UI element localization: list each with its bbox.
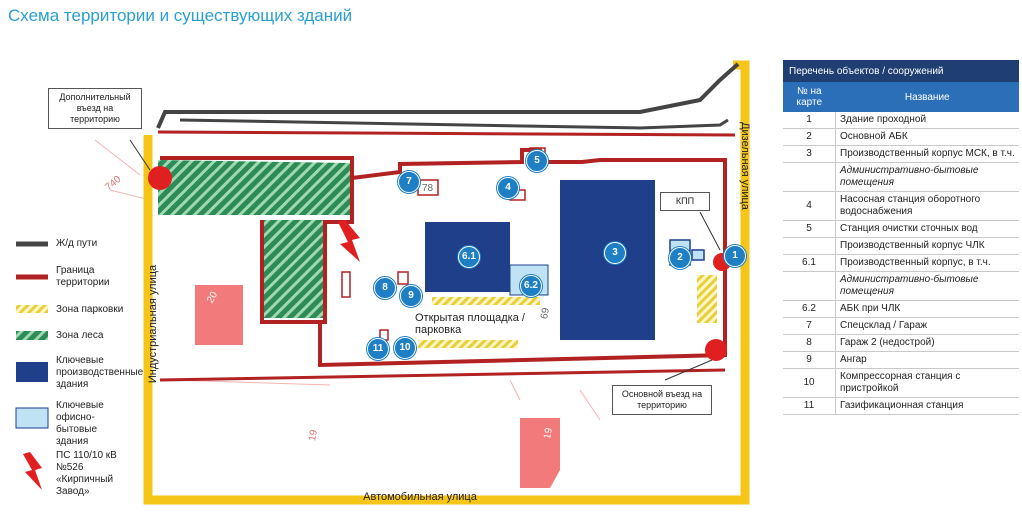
street-industrial: Индустриальная улица [147,264,159,384]
building-20 [195,285,243,345]
row-num: 3 [783,145,836,163]
marker-5[interactable]: 5 [526,150,548,172]
substation-icon [338,220,360,262]
legend-substation: ПС 110/10 кВ №526 «Кирпичный Завод» [56,450,117,497]
railway-spur [179,118,729,130]
extra-entry-point [148,166,172,190]
row-name: АБК при ЧЛК [835,300,1019,318]
row-num: 9 [783,351,836,369]
row-name: Гараж 2 (недострой) [835,334,1019,352]
row-num: 8 [783,334,836,352]
main-entry-point [705,339,727,361]
row-name: Производственный корпус ЧЛК [835,237,1019,255]
legend-parking: Зона парковки [56,304,124,315]
row-name: Здание проходной [835,112,1019,129]
parking-zone-2 [418,340,518,348]
row-num: 11 [783,397,836,415]
row-name: Производственный корпус, в т.ч. [835,254,1019,272]
street-diesel: Дизельная улица [739,122,751,210]
parking-zone-3 [697,275,717,323]
label-78: 78 [422,183,434,194]
row-num: 5 [783,220,836,238]
col-num-header: № на карте [783,82,836,112]
marker-11[interactable]: 11 [367,338,389,360]
objects-table: Перечень объектов / сооружений № на карт… [783,60,1019,415]
marker-7[interactable]: 7 [398,171,420,193]
label-19a: 19 [307,429,320,442]
label-open-area: Открытая площадка / парковка [415,312,525,336]
marker-2[interactable]: 2 [669,247,691,269]
forest-zone-1 [158,160,350,215]
table-caption: Перечень объектов / сооружений [783,60,1019,82]
row-name: Производственный корпус МСК, в т.ч. [835,145,1019,163]
building-19 [520,418,560,488]
row-name: Насосная станция оборотного водоснабжени… [835,191,1019,221]
railway [156,62,740,129]
legend-prod: Ключевые производственные здания [56,355,144,390]
marker-4[interactable]: 4 [497,177,519,199]
col-name-header: Название [835,82,1019,112]
marker-6-1[interactable]: 6.1 [458,246,480,268]
marker-3[interactable]: 3 [604,242,626,264]
site-map [94,60,750,505]
legend-forest: Зона леса [56,330,104,341]
row-name: Административно-бытовые помещения [835,271,1019,301]
industrial-street [143,60,750,505]
legend-border: Граница территории [56,265,110,288]
legend-symbols [15,241,49,490]
parking-zone-1 [432,297,540,305]
marker-10[interactable]: 10 [394,337,416,359]
row-name: Станция очистки сточных вод [835,220,1019,238]
marker-9[interactable]: 9 [400,285,422,307]
row-num [783,162,836,192]
row-num: 6.2 [783,300,836,318]
legend-rail: Ж/д пути [56,238,98,249]
page-title: Схема территории и существующих зданий [8,6,353,25]
forest-zone-2 [262,220,323,318]
callout-extra-entry: Дополнительный въезд на территорию [48,88,142,129]
marker-6-2[interactable]: 6.2 [520,275,542,297]
row-name: Основной АБК [835,128,1019,146]
roads [143,60,750,505]
label-69: 69 [539,307,552,320]
table-row: Административно-бытовые помещения [783,271,1019,301]
territory-border [160,156,354,324]
callout-kpp: КПП [660,192,710,211]
row-num: 10 [783,368,836,398]
row-num: 6.1 [783,254,836,272]
row-num [783,237,836,255]
row-num: 4 [783,191,836,221]
row-name: Компрессорная станция с пристройкой [835,368,1019,398]
label-19b: 19 [542,427,555,440]
row-num [783,271,836,301]
callout-main-entry: Основной въезд на территорию [612,385,712,415]
row-name: Газификационная станция [835,397,1019,415]
table-row: Производственный корпус ЧЛК [783,237,1019,255]
territory-border-top [157,130,736,137]
street-auto: Автомобильная улица [363,491,477,503]
row-num: 1 [783,112,836,129]
table-row: Административно-бытовые помещения [783,162,1019,192]
row-name: Спецсклад / Гараж [835,317,1019,335]
row-num: 7 [783,317,836,335]
south-line [159,368,726,382]
legend-office: Ключевые офисно-бытовые здания [56,400,104,447]
row-name: Ангар [835,351,1019,369]
row-num: 2 [783,128,836,146]
row-name: Административно-бытовые помещения [835,162,1019,192]
marker-8[interactable]: 8 [374,277,396,299]
marker-1[interactable]: 1 [724,245,746,267]
